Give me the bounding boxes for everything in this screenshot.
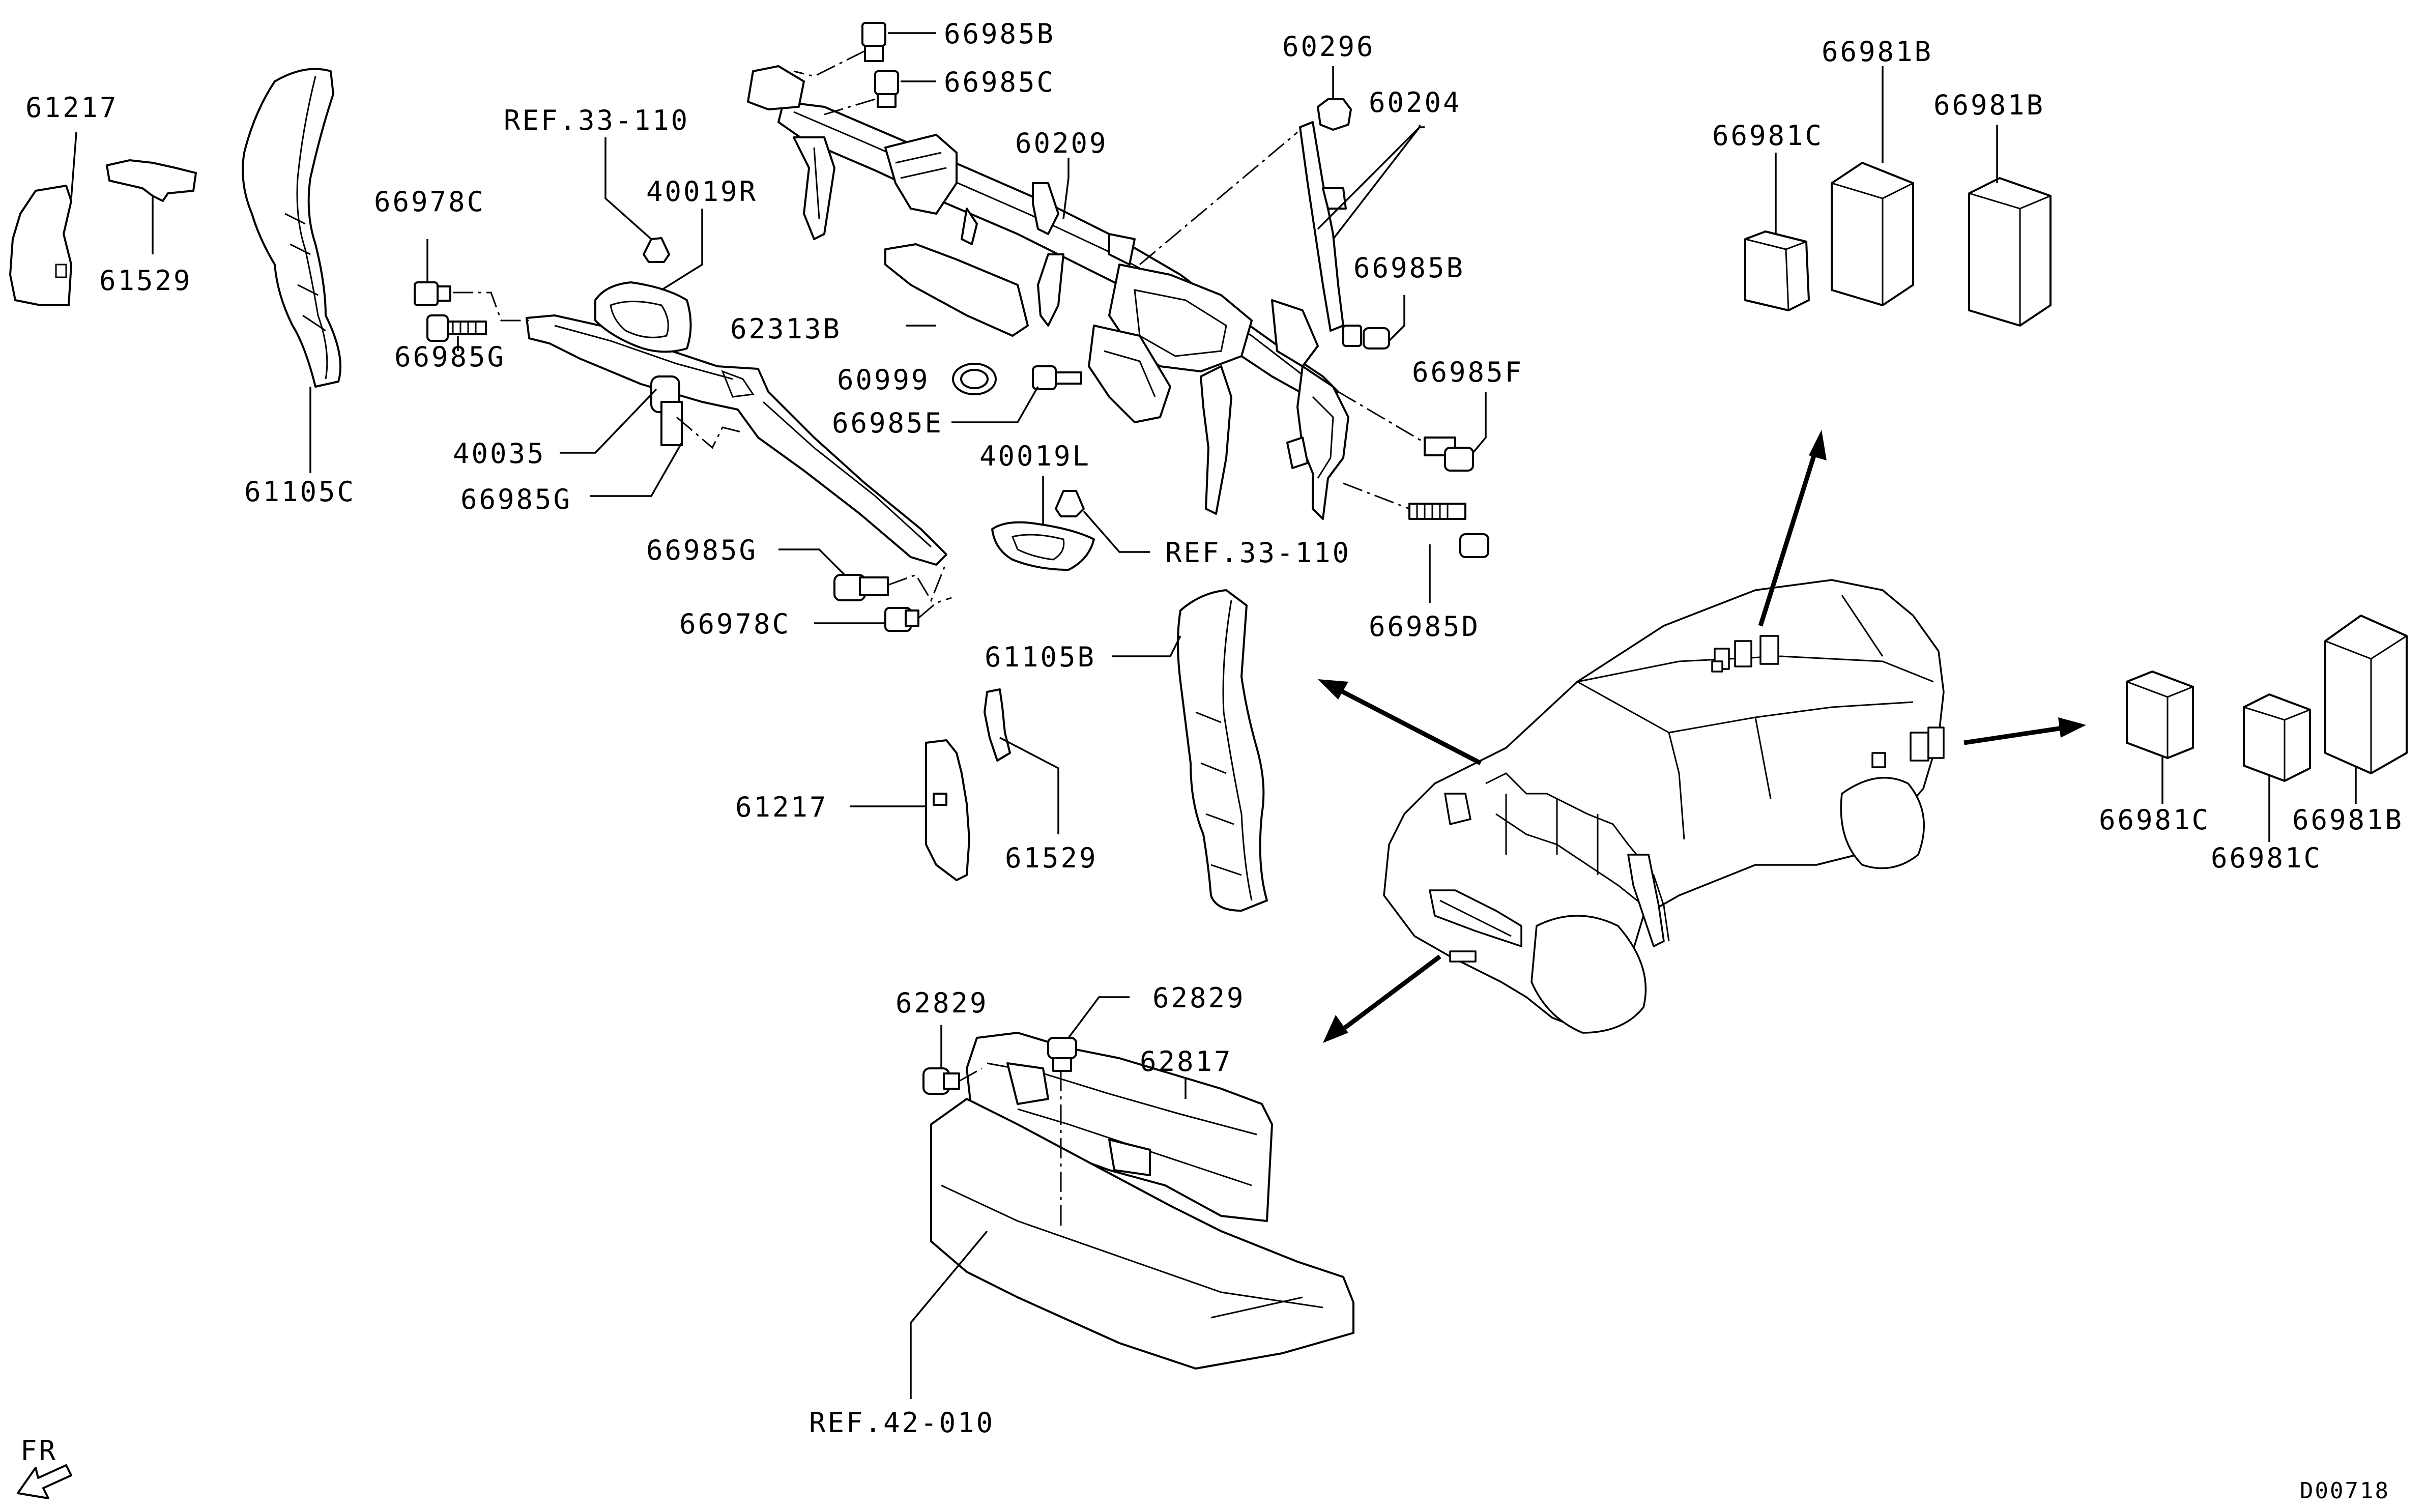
bolt-66985d bbox=[1343, 482, 1489, 603]
panel-ref-42-010 bbox=[910, 1098, 1354, 1399]
bracket-60204 bbox=[1139, 121, 1425, 332]
label-40035: 40035 bbox=[453, 438, 546, 470]
arrow-to-duct bbox=[1318, 679, 1482, 765]
side-cover-61217-left bbox=[9, 132, 77, 306]
label-fr: FR bbox=[20, 1435, 57, 1467]
label-66981b-right: 66981B bbox=[2292, 804, 2404, 836]
relay-66981c-right-a bbox=[2126, 671, 2194, 804]
vehicle-silhouette bbox=[1383, 579, 1945, 1034]
clip-ref-33-110-bottom bbox=[1055, 490, 1150, 553]
clip-62829-left bbox=[922, 1025, 983, 1095]
label-66978c-low: 66978C bbox=[679, 608, 791, 640]
under-cover-62817 bbox=[966, 1032, 1273, 1222]
label-61217-center: 61217 bbox=[735, 791, 828, 823]
label-60999: 60999 bbox=[837, 364, 930, 396]
clip-62829-right bbox=[1047, 996, 1130, 1231]
relay-66981b-top-right bbox=[1968, 125, 2052, 327]
bolt-66985e bbox=[951, 365, 1082, 423]
nut-66978c-low bbox=[814, 597, 952, 632]
relay-66981c-right-b bbox=[2243, 693, 2311, 842]
label-ref-33-110-bottom: REF.33-110 bbox=[1165, 537, 1351, 569]
label-62817: 62817 bbox=[1140, 1045, 1233, 1078]
relay-66981c-top bbox=[1744, 153, 1810, 311]
label-61217-left: 61217 bbox=[25, 92, 119, 124]
label-40019l: 40019L bbox=[979, 440, 1091, 472]
label-61529-left: 61529 bbox=[99, 265, 192, 297]
label-ref-42-010: REF.42-010 bbox=[809, 1407, 995, 1439]
front-direction-arrow bbox=[17, 1464, 72, 1499]
nut-66978c-top bbox=[414, 239, 529, 322]
label-66985b-top: 66985B bbox=[944, 18, 1055, 50]
label-60204: 60204 bbox=[1369, 86, 1462, 119]
label-66978c-top: 66978C bbox=[374, 186, 485, 218]
label-62829-right: 62829 bbox=[1152, 982, 1246, 1014]
leader-60209 bbox=[1062, 158, 1070, 219]
label-66985f: 66985F bbox=[1412, 356, 1523, 388]
label-66981c-right-b: 66981C bbox=[2211, 842, 2322, 874]
bracket-40019r bbox=[594, 209, 703, 353]
label-66985e: 66985E bbox=[832, 407, 943, 439]
bolt-66985g-top bbox=[426, 314, 487, 351]
bolt-66985f bbox=[1338, 391, 1487, 472]
duct-61105c bbox=[242, 68, 342, 473]
reinforcement-62313b bbox=[884, 243, 1029, 337]
label-66981c-right-a: 66981C bbox=[2099, 804, 2210, 836]
part-labels: 61217 61529 61105C REF.33-110 40019R 669… bbox=[20, 18, 2404, 1504]
leader-40035 bbox=[560, 388, 657, 454]
label-66985b-right: 66985B bbox=[1353, 252, 1465, 284]
label-60296: 60296 bbox=[1282, 31, 1375, 63]
relay-66981b-top-left bbox=[1831, 66, 1914, 306]
bracket-40019l bbox=[991, 476, 1095, 571]
label-61105c: 61105C bbox=[244, 476, 356, 508]
diagram-id: D00718 bbox=[2300, 1478, 2390, 1504]
label-ref-33-110-top: REF.33-110 bbox=[504, 104, 689, 136]
bolt-66985g-low bbox=[778, 548, 947, 602]
label-40019r: 40019R bbox=[646, 176, 758, 208]
label-66985g-mid: 66985G bbox=[460, 483, 572, 515]
label-61105b: 61105B bbox=[985, 641, 1096, 673]
arrow-to-top-relays bbox=[1758, 430, 1827, 627]
label-66985g-top: 66985G bbox=[394, 341, 506, 373]
label-66981b-top-right: 66981B bbox=[1933, 89, 2045, 121]
label-66981b-top-left: 66981B bbox=[1822, 36, 1933, 68]
arrow-to-under-cover bbox=[1323, 954, 1441, 1043]
label-66985g-low: 66985G bbox=[646, 534, 758, 566]
nut-60296 bbox=[1317, 66, 1352, 131]
arrow-to-right-relays bbox=[1963, 717, 2086, 745]
duct-61105b bbox=[1112, 589, 1268, 912]
clip-ref-33-110-top bbox=[604, 137, 670, 263]
bolt-66985b-right bbox=[1342, 295, 1405, 350]
bracket-61529-center bbox=[984, 688, 1059, 834]
label-62313b: 62313B bbox=[730, 313, 842, 345]
label-66985c: 66985C bbox=[944, 66, 1055, 98]
bracket-61529-left bbox=[106, 159, 197, 254]
label-66985d: 66985D bbox=[1369, 610, 1480, 643]
steering-support-frame bbox=[747, 65, 1349, 520]
bolt-66985b-top bbox=[793, 22, 936, 77]
seal-60999 bbox=[952, 363, 997, 395]
relay-66981b-right bbox=[2324, 615, 2408, 804]
bolt-66985g-mid bbox=[590, 375, 743, 497]
label-62829-left: 62829 bbox=[896, 987, 989, 1019]
bolt-66985c bbox=[824, 70, 936, 115]
label-61529-center: 61529 bbox=[1005, 842, 1098, 874]
label-66981c-top: 66981C bbox=[1712, 120, 1824, 152]
cross-member-40035 bbox=[526, 314, 947, 566]
side-cover-61217-center bbox=[850, 739, 970, 881]
label-60209: 60209 bbox=[1015, 127, 1108, 159]
